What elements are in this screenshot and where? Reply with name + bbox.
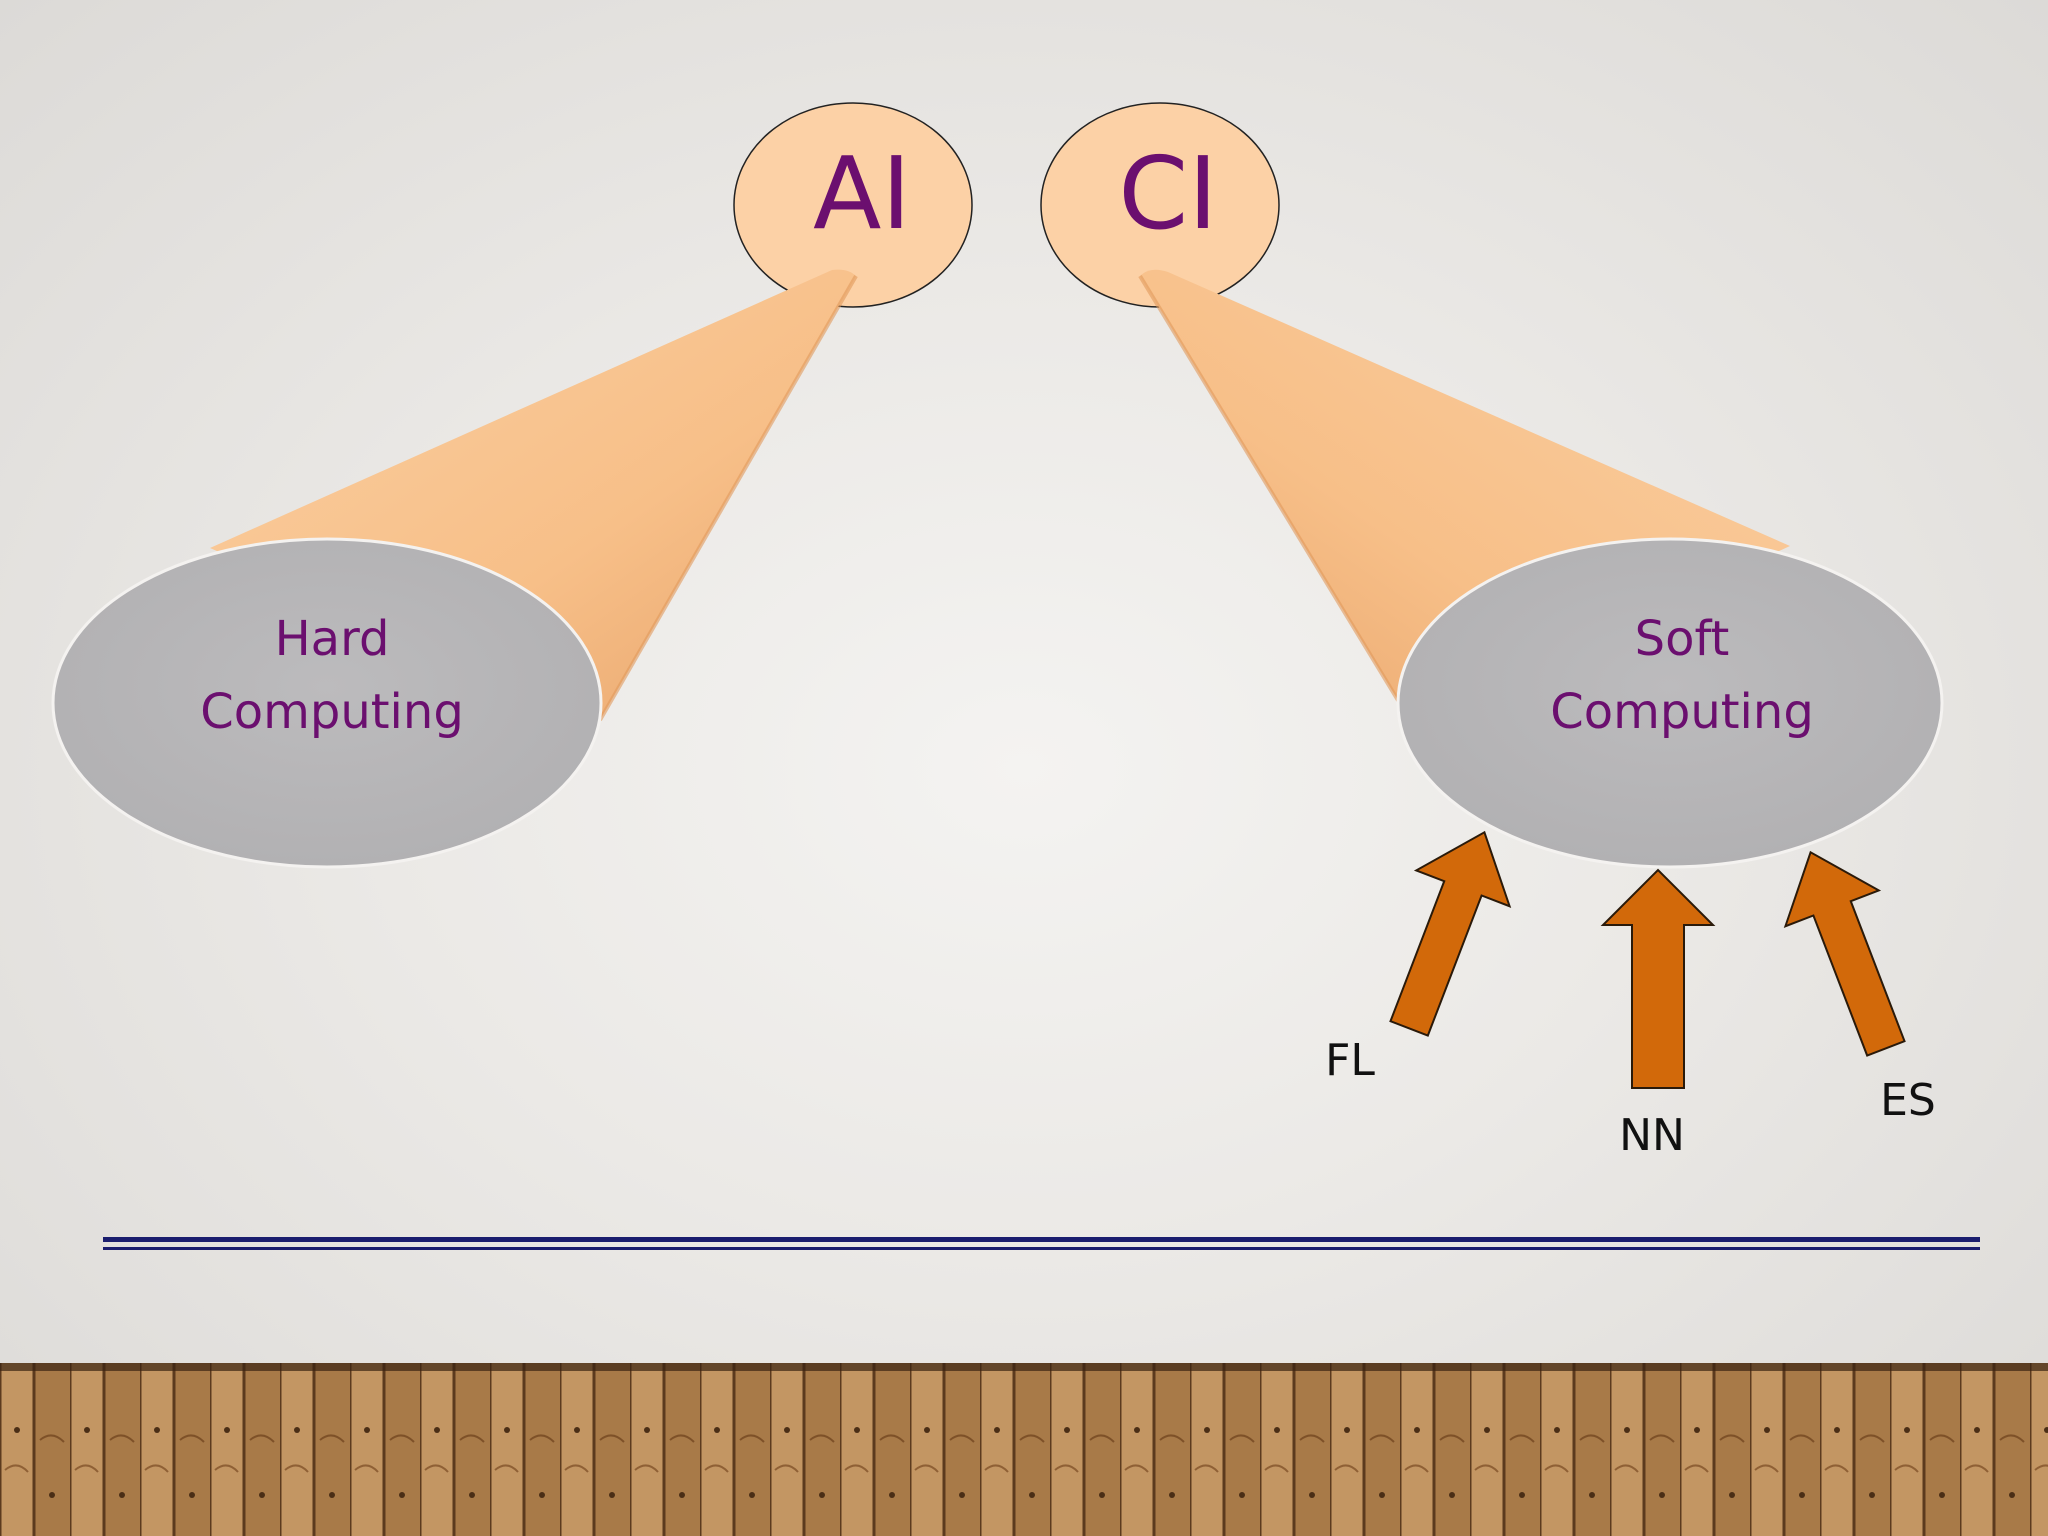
es-arrow: ES xyxy=(1783,850,1936,1126)
ci-label: CI xyxy=(1118,135,1217,252)
soft-computing-line1: Soft xyxy=(1635,611,1730,667)
nn-label: NN xyxy=(1619,1110,1685,1161)
fl-arrow: FL xyxy=(1325,830,1512,1086)
nn-arrow: NN xyxy=(1600,868,1716,1161)
double-rule xyxy=(103,1237,1980,1250)
soft-computing-node: Soft Computing xyxy=(1396,537,1944,869)
soft-computing-line2: Computing xyxy=(1550,684,1814,740)
es-label: ES xyxy=(1880,1075,1936,1126)
wood-floor xyxy=(0,1363,2048,1536)
hard-computing-line1: Hard xyxy=(275,611,390,667)
hard-computing-line2: Computing xyxy=(200,684,464,740)
ai-node: AI xyxy=(733,102,973,308)
hard-computing-node: Hard Computing xyxy=(51,537,603,869)
ci-node: CI xyxy=(1040,102,1280,308)
ai-label: AI xyxy=(813,135,911,252)
fl-label: FL xyxy=(1325,1035,1375,1086)
